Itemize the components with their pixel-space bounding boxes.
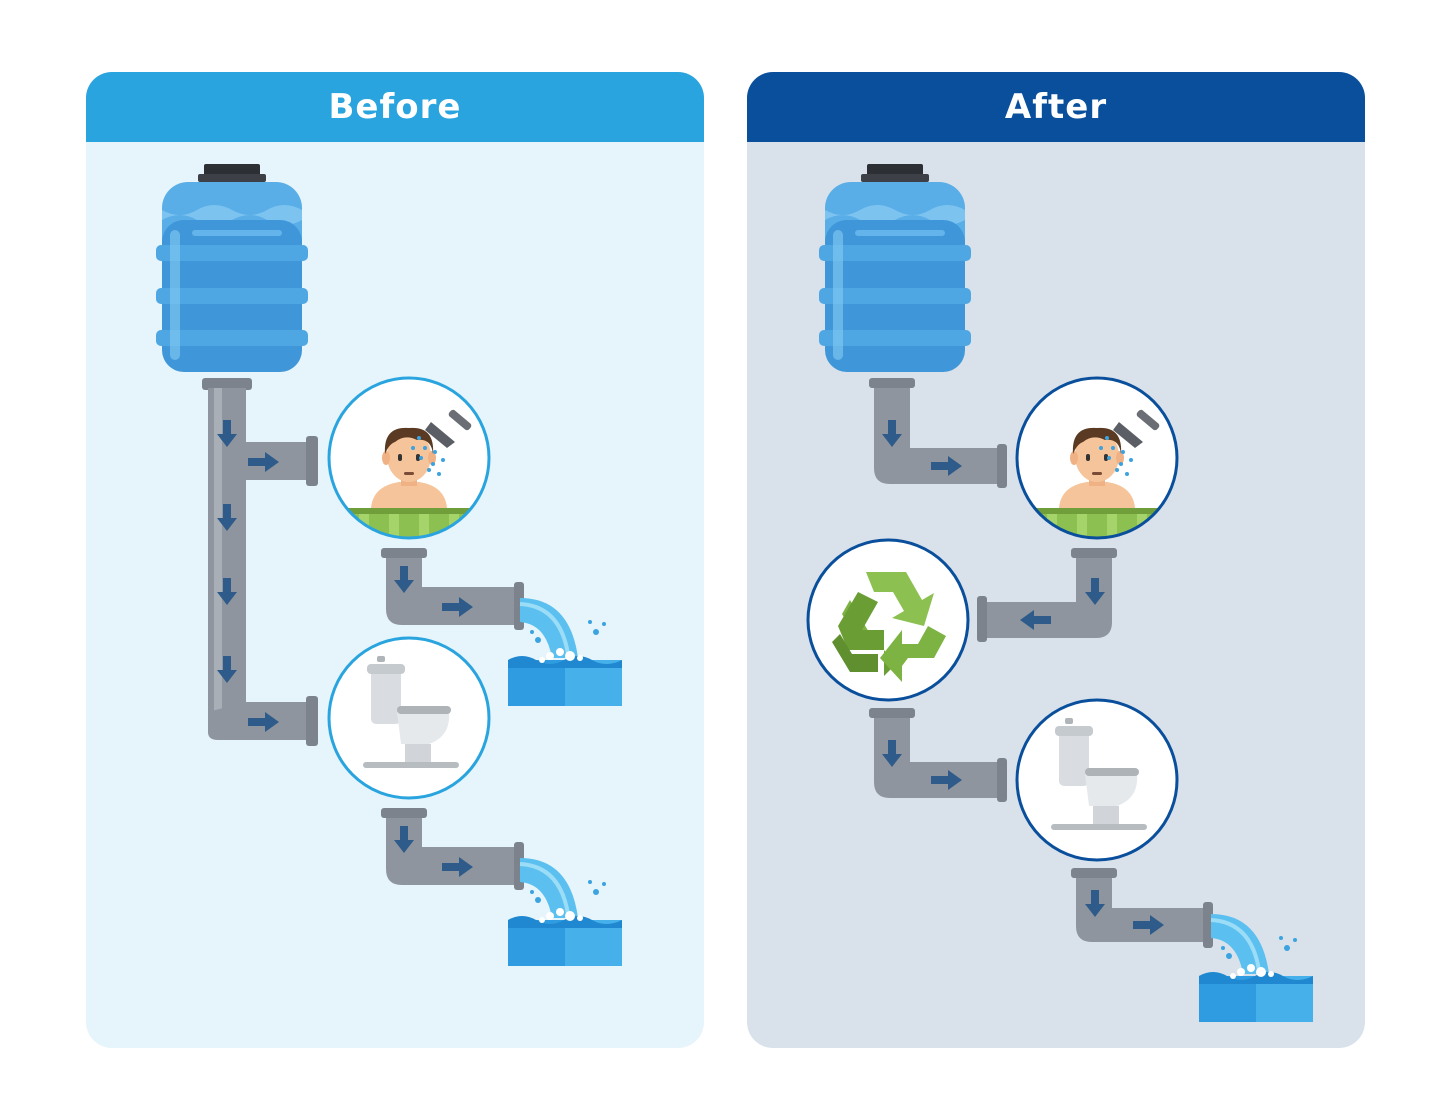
- after-diagram: [806, 164, 1315, 1024]
- after-title: After: [747, 72, 1365, 142]
- toilet-node: [1015, 698, 1179, 862]
- shower-node: [327, 376, 491, 540]
- before-panel: Before: [86, 72, 704, 1048]
- toilet-node: [327, 636, 491, 800]
- pipe-network: [869, 378, 1213, 948]
- shower-node: [1015, 376, 1179, 540]
- water-outflow-icon: [506, 856, 624, 968]
- before-title: Before: [86, 72, 704, 142]
- water-tank-icon: [819, 164, 971, 372]
- water-outflow-icon: [1197, 912, 1315, 1024]
- recycle-node: [806, 538, 970, 702]
- water-tank-icon: [156, 164, 308, 372]
- before-diagram: [156, 164, 624, 968]
- after-panel: After: [747, 72, 1365, 1048]
- water-outflow-icon: [506, 596, 624, 708]
